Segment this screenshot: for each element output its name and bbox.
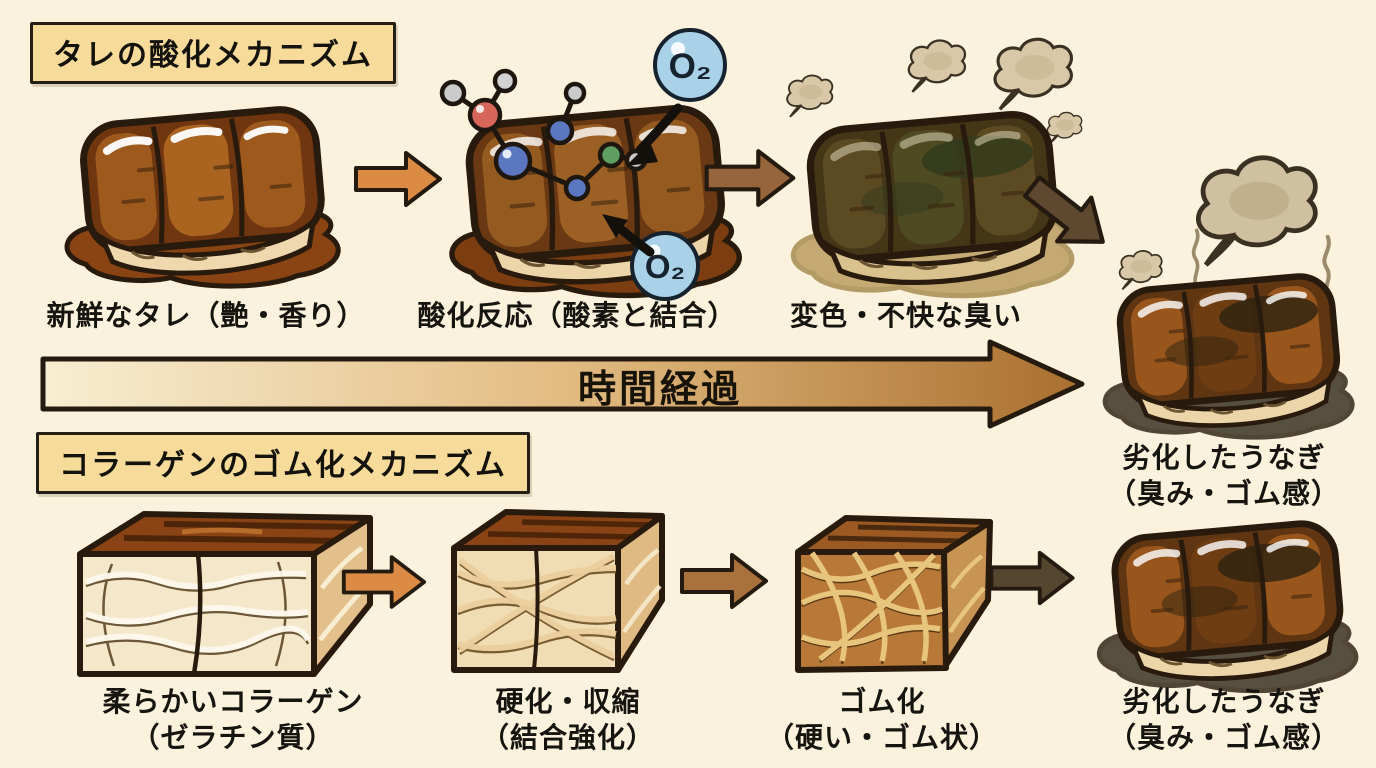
- collagen-stage-label-soft: 柔らかいコラーゲン （ゼラチン質）: [102, 684, 363, 756]
- collagen-stage-label-hardened: 硬化・収縮 （結合強化）: [481, 684, 655, 756]
- collagen-stage-label-degraded: 劣化したうなぎ （臭み・ゴム感）: [1108, 684, 1340, 756]
- smell-puff-icon: [907, 39, 967, 94]
- degraded-eel-illustration: [1085, 140, 1375, 450]
- smoke-cloud-icon: [1198, 158, 1315, 265]
- o2-arrow-icon: [602, 214, 655, 257]
- label-line1: 劣化したうなぎ: [1122, 686, 1326, 717]
- label-line1: 柔らかいコラーゲン: [102, 686, 364, 717]
- degraded-eel-illustration: [1078, 492, 1376, 702]
- smell-puff-icon: [786, 74, 834, 118]
- timeline-arrow: [40, 339, 1085, 429]
- arrow-right-icon: [340, 552, 428, 612]
- collagen-stage-label-rubber: ゴム化 （硬い・ゴム状）: [766, 684, 998, 756]
- sauce-section-title: タレの酸化メカニズム: [30, 22, 396, 84]
- label-line2: （ゼラチン質）: [131, 722, 335, 753]
- smoke-wisp-icon: [1194, 230, 1199, 289]
- oxidation-eel-illustration: O₂ O₂: [439, 28, 798, 301]
- collagen-section-title: コラーゲンのゴム化メカニズム: [36, 432, 530, 494]
- degraded-eel-label: 劣化したうなぎ （臭み・ゴム感）: [1108, 440, 1340, 512]
- label-line2: （硬い・ゴム状）: [765, 722, 999, 753]
- timeline-label: 時間経過: [577, 369, 743, 411]
- stage-label-fresh-sauce: 新鮮なタレ（艶・香り）: [46, 300, 366, 331]
- label-line2: （臭み・ゴム感）: [1107, 722, 1341, 753]
- label-line1: 硬化・収縮: [495, 686, 641, 717]
- rubberized-collagen-illustration: [795, 515, 993, 673]
- svg-text:O₂: O₂: [669, 47, 712, 86]
- smell-puff-icon: [1046, 111, 1083, 145]
- stage-label-oxidation: 酸化反応（酸素と結合）: [417, 300, 737, 331]
- hardened-collagen-illustration: [451, 509, 665, 673]
- degraded-eel-label-line2: （臭み・ゴム感）: [1107, 478, 1341, 509]
- smoke-cloud-icon: [1118, 249, 1163, 291]
- arrow-right-icon: [986, 548, 1078, 608]
- o2-bubble-icon: O₂: [653, 28, 727, 102]
- molecule-icon: [439, 68, 648, 202]
- label-line2: （結合強化）: [480, 722, 656, 753]
- arrow-right-icon: [676, 550, 772, 612]
- label-line1: ゴム化: [838, 686, 926, 717]
- smell-puff-icon: [993, 37, 1074, 111]
- degraded-eel-label-line1: 劣化したうなぎ: [1122, 442, 1326, 473]
- fresh-eel-illustration: [52, 76, 354, 298]
- soft-collagen-illustration: [77, 511, 373, 677]
- stage-label-discolor-smell: 変色・不快な臭い: [789, 300, 1023, 331]
- o2-arrow-icon: [626, 103, 683, 166]
